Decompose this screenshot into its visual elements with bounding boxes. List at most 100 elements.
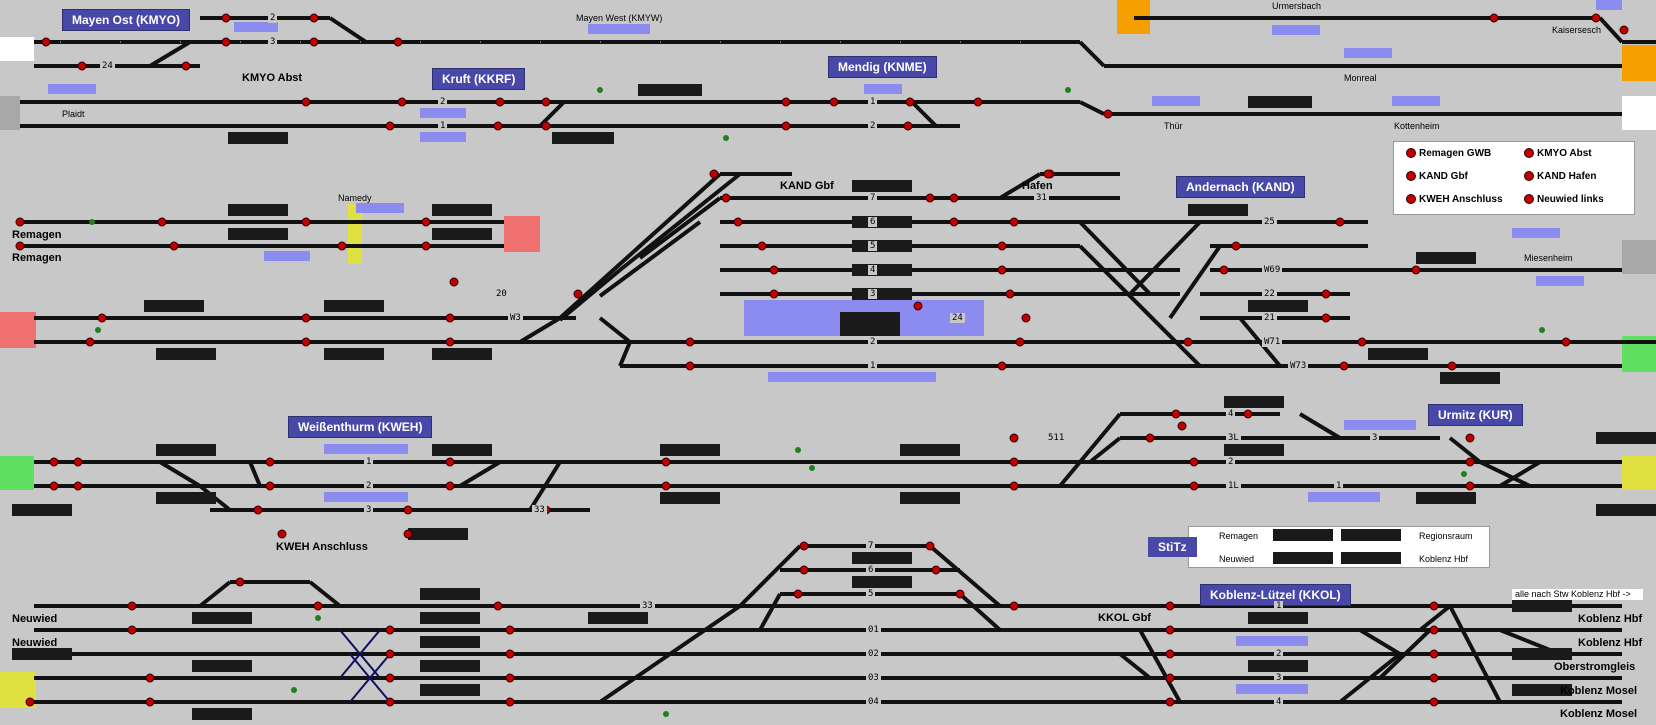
track-number: 2 — [438, 97, 448, 107]
track-number: 03 — [866, 673, 881, 683]
station-label-kweh[interactable]: Weißenthurm (KWEH) — [288, 416, 433, 438]
track-number: 2 — [364, 481, 374, 491]
track-number: 22 — [1262, 289, 1277, 299]
track-number: 3 — [364, 505, 374, 515]
track-number: 02 — [866, 649, 881, 659]
track-number: 4 — [868, 265, 878, 275]
place-kmyo-abst: KMYO Abst — [242, 72, 303, 84]
place-miesenheim: Miesenheim — [1524, 253, 1573, 263]
edge-label-koblenz-mosel[interactable]: Koblenz Mosel — [1560, 708, 1638, 720]
track-number: 4 — [1274, 697, 1284, 707]
station-label-kur[interactable]: Urmitz (KUR) — [1428, 404, 1523, 426]
edge-block-green — [0, 456, 34, 490]
legend-panel: Remagen GWB KMYO Abst KAND Gbf KAND Hafe… — [1393, 141, 1635, 215]
place-umersbach: Urmersbach — [1272, 1, 1322, 11]
legend-item[interactable]: KWEH Anschluss — [1406, 194, 1503, 205]
edge-block-red — [0, 312, 36, 348]
track-number: W3 — [508, 313, 523, 323]
legend-item[interactable]: KAND Gbf — [1406, 171, 1468, 182]
neighbour-panel: Remagen Regionsraum Neuwied Koblenz Hbf — [1188, 526, 1490, 568]
place-monreal: Monreal — [1344, 73, 1377, 83]
crossover — [339, 629, 391, 703]
track-number: 2 — [868, 337, 878, 347]
track-number: 3L — [1226, 433, 1241, 443]
place-plaidt: Plaidt — [62, 109, 85, 119]
edge-label-koblenz-hbf[interactable]: Koblenz Hbf — [1578, 637, 1643, 649]
legend-label: KAND Hafen — [1537, 171, 1597, 182]
track-number: 1 — [868, 97, 878, 107]
edge-label-koblenz-hbf[interactable]: Koblenz Hbf — [1578, 613, 1643, 625]
legend-item[interactable]: Remagen GWB — [1406, 148, 1491, 159]
track-number: 21 — [1262, 313, 1277, 323]
edge-label-koblenz-mosel[interactable]: Koblenz Mosel — [1560, 685, 1638, 697]
signal-icon — [1406, 148, 1416, 159]
neighbour-slot[interactable] — [1341, 552, 1401, 564]
neighbour-label-regionsraum: Regionsraum — [1419, 531, 1473, 541]
track-number: W69 — [1262, 265, 1283, 275]
track-number: W73 — [1288, 361, 1309, 371]
neighbour-label-neuwied: Neuwied — [1219, 554, 1255, 564]
track-number: 20 — [494, 289, 509, 299]
station-label-kkol[interactable]: Koblenz-Lützel (KKOL) — [1200, 584, 1351, 606]
legend-label: Remagen GWB — [1419, 148, 1492, 159]
track-number: 33 — [532, 505, 547, 515]
station-label-kkrf[interactable]: Kruft (KKRF) — [432, 68, 526, 90]
legend-label: KAND Gbf — [1419, 171, 1468, 182]
signal-icon — [1406, 171, 1416, 182]
train-number-boxes — [12, 84, 1656, 720]
edge-label-oberstromgleis[interactable]: Oberstromgleis — [1554, 661, 1636, 673]
edge-block-red — [504, 216, 540, 252]
place-kweh-anschluss: KWEH Anschluss — [276, 541, 368, 553]
signals — [15, 13, 1629, 707]
track-number: 04 — [866, 697, 881, 707]
neighbour-slot[interactable] — [1273, 552, 1333, 564]
place-kkol-gbf: KKOL Gbf — [1098, 612, 1151, 624]
handover-hint: alle nach Stw Koblenz Hbf -> — [1512, 589, 1643, 600]
station-label-kand[interactable]: Andernach (KAND) — [1176, 176, 1305, 198]
track-number: 2 — [268, 13, 278, 23]
legend-item[interactable]: Neuwied links — [1524, 194, 1604, 205]
neighbour-label-remagen: Remagen — [1219, 531, 1259, 541]
track-number: 7 — [866, 541, 876, 551]
neighbour-slot[interactable] — [1273, 529, 1333, 541]
edge-label-neuwied[interactable]: Neuwied — [12, 613, 58, 625]
edge-block-grey — [1622, 240, 1656, 274]
green-lamps — [89, 87, 1545, 717]
track-number: 6 — [866, 565, 876, 575]
station-label-kmne[interactable]: Mendig (KNME) — [828, 56, 937, 78]
track-number: 3 — [1370, 433, 1380, 443]
neighbour-label-koblenz-hbf: Koblenz Hbf — [1419, 554, 1469, 564]
track-number: 1 — [438, 121, 448, 131]
track-number: 01 — [866, 625, 881, 635]
edge-block-white — [0, 37, 34, 61]
track-number: 511 — [1046, 433, 1067, 443]
track-number: 4 — [1226, 409, 1236, 419]
legend-label: KMYO Abst — [1537, 148, 1592, 159]
legend-item[interactable]: KAND Hafen — [1524, 171, 1596, 182]
track-number: 24 — [950, 313, 965, 323]
edge-label-remagen[interactable]: Remagen — [12, 252, 62, 264]
edge-block-grey — [0, 96, 20, 130]
edge-block-yellow — [1622, 456, 1656, 490]
track-number: 5 — [868, 241, 878, 251]
track-number: 2 — [1274, 649, 1284, 659]
edge-label-neuwied[interactable]: Neuwied — [12, 637, 58, 649]
place-kand-gbf: KAND Gbf — [780, 180, 834, 192]
track-number: 1 — [364, 457, 374, 467]
legend-item[interactable]: KMYO Abst — [1524, 148, 1592, 159]
place-kottenheim: Kottenheim — [1394, 121, 1440, 131]
track-number: 3 — [1274, 673, 1284, 683]
legend-label: KWEH Anschluss — [1419, 194, 1503, 205]
track-number: 3 — [868, 289, 878, 299]
stitz-button[interactable]: StiTz — [1148, 537, 1197, 557]
neighbour-slot[interactable] — [1341, 529, 1401, 541]
edge-block-yellow — [348, 204, 362, 264]
signal-icon — [1524, 194, 1534, 205]
track-number: 1 — [1274, 601, 1284, 611]
track-number: 1 — [868, 361, 878, 371]
track-number: 2 — [1226, 457, 1236, 467]
station-label-kmyo[interactable]: Mayen Ost (KMYO) — [62, 9, 191, 31]
edge-label-remagen[interactable]: Remagen — [12, 229, 62, 241]
